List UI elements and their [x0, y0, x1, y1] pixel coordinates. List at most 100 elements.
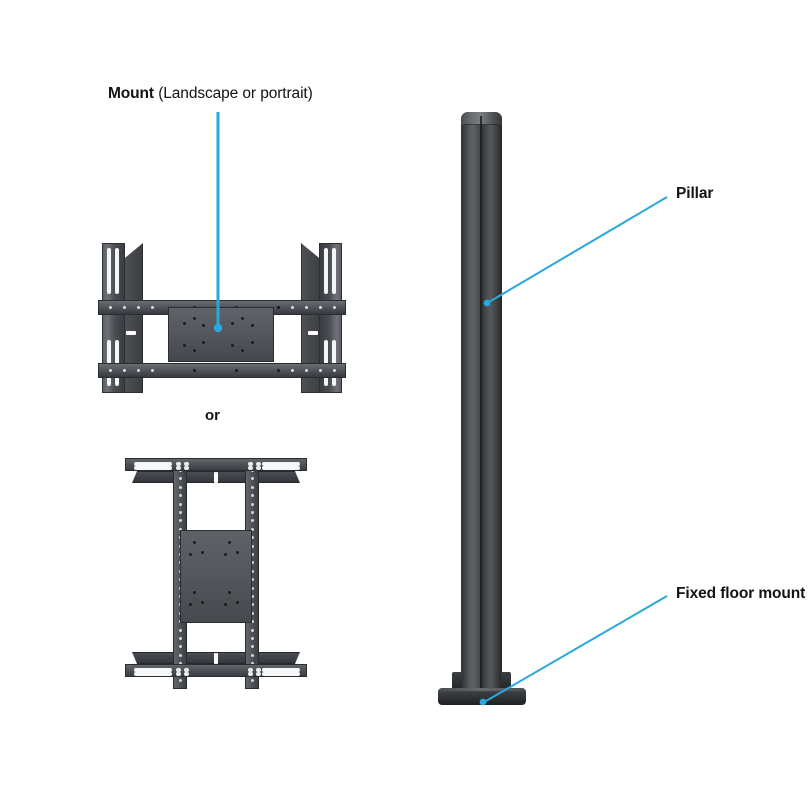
vesa-screw-hole: [202, 341, 206, 345]
rail-perforation: [179, 485, 182, 489]
top-alignment-tick: [214, 472, 218, 483]
left-alignment-tick: [126, 331, 136, 335]
shelf-adjust-slot: [262, 461, 300, 466]
vesa-screw-hole: [236, 601, 240, 605]
vesa-screw-hole: [241, 349, 245, 353]
pillar-leader-line: [488, 196, 668, 303]
shelf-fastener-hole: [176, 672, 181, 676]
rail-perforation: [251, 527, 254, 531]
shelf-fastener-hole: [176, 466, 181, 470]
shelf-fastener-hole: [184, 461, 189, 466]
shelf-fastener-hole: [256, 667, 261, 672]
shelf-adjust-slot: [262, 672, 300, 676]
rail-perforation: [179, 628, 182, 632]
bottom-alignment-tick: [214, 653, 218, 664]
pillar-callout-label: Pillar: [676, 185, 714, 202]
vesa-screw-hole: [193, 541, 197, 545]
rail-perforation: [179, 519, 182, 523]
shelf-fastener-hole: [248, 461, 253, 466]
floor-mount-plate-highlight: [440, 688, 524, 691]
rail-perforation: [137, 306, 140, 309]
rail-perforation: [123, 306, 126, 309]
rail-perforation: [251, 679, 254, 682]
vesa-screw-hole: [202, 324, 206, 328]
rail-perforation: [291, 306, 294, 309]
shelf-fastener-hole: [184, 466, 189, 470]
shelf-fastener-hole: [248, 466, 253, 470]
vesa-screw-hole: [228, 541, 232, 545]
rail-perforation: [251, 502, 254, 506]
bottom-horizontal-rail: [98, 363, 346, 378]
landscape-mount-assembly: [98, 243, 346, 393]
right-vertical-arm: [319, 243, 342, 393]
rail-perforation: [109, 369, 112, 372]
arm-adjust-slot: [324, 248, 328, 294]
vesa-screw-hole: [189, 603, 193, 607]
vesa-screw-hole: [183, 344, 187, 348]
floor-mount-leader-line: [485, 595, 668, 702]
vesa-screw-hole: [193, 591, 197, 595]
vesa-screw-hole: [241, 317, 245, 321]
pillar-cap-seam: [463, 124, 500, 125]
shelf-adjust-slot: [262, 667, 300, 672]
rail-perforation: [305, 369, 308, 372]
rail-fastener-hole: [235, 369, 238, 372]
shelf-adjust-slot: [134, 672, 172, 676]
landscape-vesa-plate: [168, 307, 274, 362]
vesa-screw-hole: [251, 341, 255, 345]
shelf-fastener-hole: [176, 461, 181, 466]
rail-perforation: [251, 586, 254, 590]
portrait-vesa-plate: [180, 530, 252, 623]
vesa-screw-hole: [224, 603, 228, 607]
rail-fastener-hole: [277, 369, 280, 372]
rail-perforation: [251, 620, 254, 624]
rail-perforation: [179, 494, 182, 498]
vesa-screw-hole: [201, 601, 205, 605]
rail-perforation: [251, 611, 254, 615]
rail-perforation: [251, 494, 254, 498]
top-shelf-rail: [125, 458, 307, 471]
rail-perforation: [123, 369, 126, 372]
shelf-fastener-hole: [184, 667, 189, 672]
rail-fastener-hole: [193, 369, 196, 372]
rail-perforation: [179, 679, 182, 682]
rail-perforation: [251, 637, 254, 640]
shelf-fastener-hole: [256, 461, 261, 466]
pillar-column: [461, 112, 502, 695]
rail-perforation: [305, 306, 308, 309]
rail-perforation: [179, 637, 182, 640]
rail-perforation: [251, 595, 254, 598]
vesa-screw-hole: [193, 317, 197, 321]
vesa-screw-hole: [189, 553, 193, 557]
shelf-fastener-hole: [256, 672, 261, 676]
rail-perforation: [291, 369, 294, 372]
rail-perforation: [109, 306, 112, 309]
right-alignment-tick: [308, 331, 318, 335]
arm-adjust-slot: [107, 248, 111, 294]
arm-adjust-slot: [115, 248, 119, 294]
rail-perforation: [251, 653, 254, 657]
shelf-fastener-hole: [256, 466, 261, 470]
rail-perforation: [137, 369, 140, 372]
rail-perforation: [319, 369, 322, 372]
vesa-screw-hole: [231, 322, 235, 326]
rail-perforation: [151, 369, 154, 372]
rail-perforation: [251, 553, 254, 556]
pillar-base-tab-right: [501, 672, 511, 689]
rail-perforation: [251, 511, 254, 514]
rail-perforation: [251, 603, 254, 607]
rail-perforation: [251, 536, 254, 540]
rail-perforation: [179, 653, 182, 657]
rail-perforation: [251, 645, 254, 649]
vesa-screw-hole: [251, 324, 255, 328]
vesa-screw-hole: [183, 322, 187, 326]
shelf-fastener-hole: [184, 672, 189, 676]
rail-perforation: [179, 527, 182, 531]
vesa-screw-hole: [193, 349, 197, 353]
rail-fastener-hole: [277, 306, 280, 309]
floor-mount-callout-label: Fixed floor mount: [676, 585, 806, 602]
rail-perforation: [251, 519, 254, 523]
shelf-adjust-slot: [262, 466, 300, 470]
rail-perforation: [251, 477, 254, 481]
